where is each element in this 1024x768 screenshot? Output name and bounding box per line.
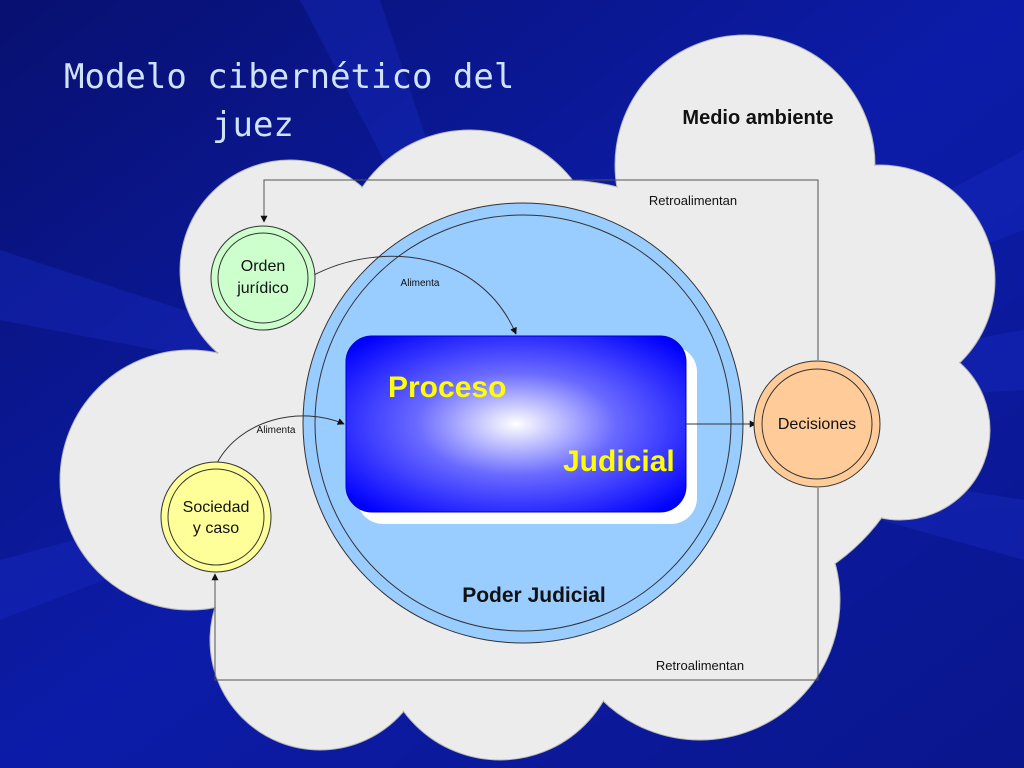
sociedad-caso-node — [160, 461, 272, 573]
edge-label-alimenta-top: Alimenta — [401, 278, 440, 289]
decisiones-node — [753, 360, 881, 488]
edge-label-alimenta-left: Alimenta — [257, 425, 296, 436]
process-word-proceso: Proceso — [388, 371, 506, 404]
orden-label-line-2: jurídico — [236, 280, 289, 297]
feedback-loop — [211, 179, 819, 681]
power-judicial-label: Poder Judicial — [462, 584, 606, 607]
title-line-2: juez — [212, 105, 294, 145]
sociedad-label-line-1: Sociedad — [183, 499, 250, 516]
orden-juridico-node — [210, 225, 316, 331]
process-box — [345, 335, 697, 524]
process-word-judicial: Judicial — [563, 445, 675, 478]
edge-label-retro-bottom: Retroalimentan — [656, 658, 744, 673]
edge-label-retro-top: Retroalimentan — [649, 193, 737, 208]
decisiones-label: Decisiones — [778, 416, 856, 433]
edge-sociedad-to-process — [216, 415, 345, 464]
sociedad-label-line-2: y caso — [193, 520, 239, 537]
orden-label-line-1: Orden — [241, 258, 285, 275]
environment-label: Medio ambiente — [682, 107, 833, 129]
edge-orden-to-process — [311, 255, 517, 335]
title-line-1: Modelo cibernético del — [64, 57, 514, 97]
